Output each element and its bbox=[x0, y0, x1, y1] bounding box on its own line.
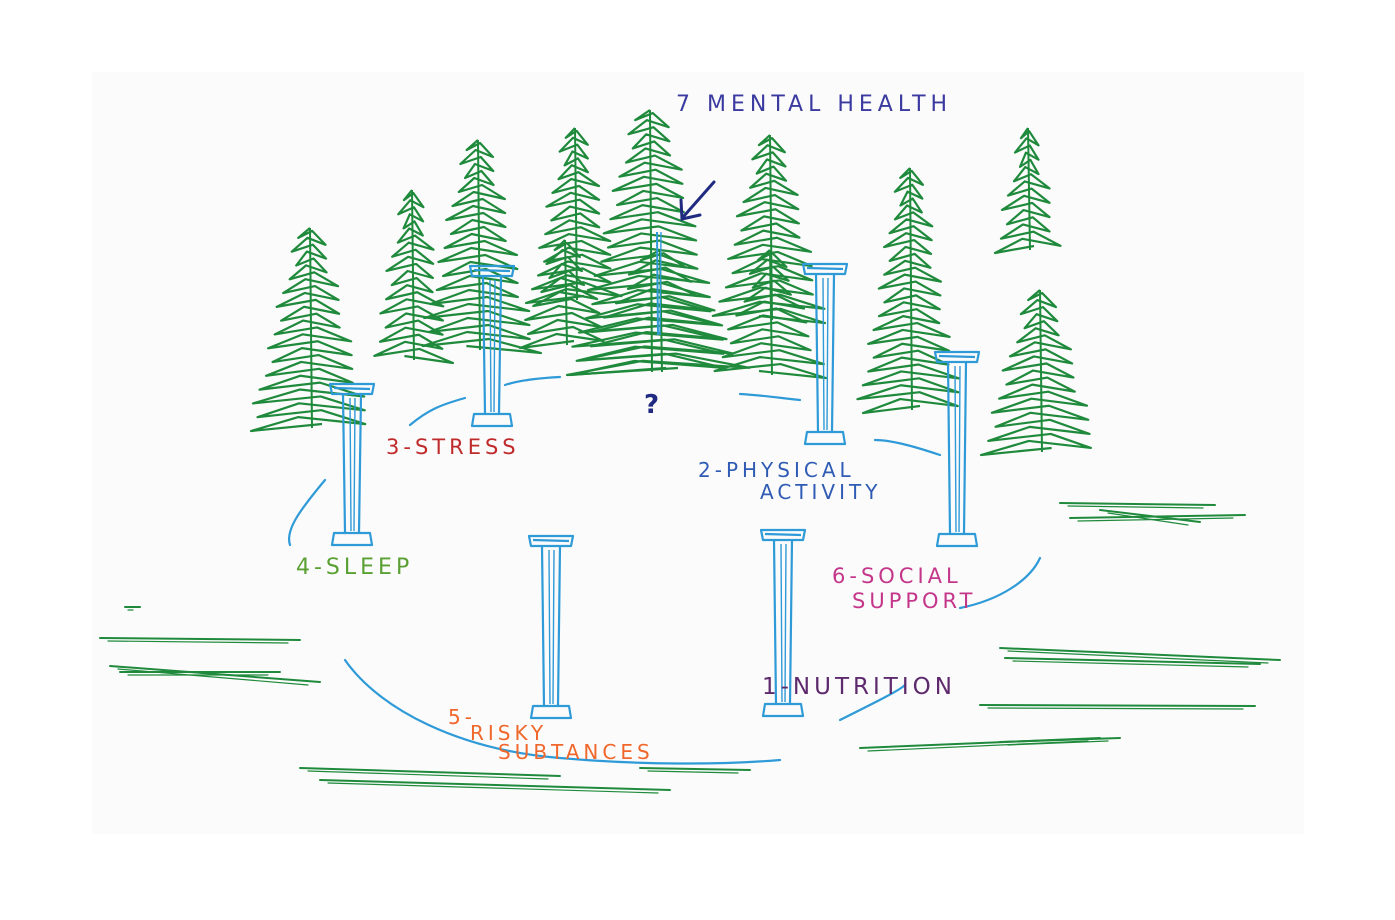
hatch-line bbox=[639, 767, 751, 771]
pillar-icon bbox=[801, 262, 849, 446]
hatch-line bbox=[1059, 502, 1216, 506]
hatch-line bbox=[1007, 740, 1109, 746]
hatch-line bbox=[1012, 660, 1249, 668]
label-nutrition: 1-NUTRITION bbox=[762, 674, 956, 700]
pillars bbox=[328, 262, 981, 720]
hatch-line bbox=[647, 770, 739, 774]
pillar-icon bbox=[759, 528, 807, 718]
label-stress: 3-STRESS bbox=[386, 435, 520, 459]
hatch-line bbox=[107, 640, 289, 644]
label-risky-substances-line1: 5- bbox=[448, 705, 476, 729]
label-physical-activity-line2: ACTIVITY bbox=[760, 480, 882, 504]
pine-tree-icon bbox=[518, 239, 605, 350]
hatch-line bbox=[999, 647, 1281, 661]
hatch-line bbox=[1004, 657, 1261, 665]
pine-tree-icon bbox=[249, 227, 367, 433]
ground-hatching bbox=[99, 502, 1281, 794]
pine-tree-icon bbox=[711, 134, 827, 325]
hatch-line bbox=[99, 637, 301, 641]
hatch-line bbox=[1007, 650, 1269, 664]
hatch-line bbox=[299, 767, 561, 777]
label-mental-health: 7 MENTAL HEALTH bbox=[676, 92, 953, 117]
hatch-line bbox=[307, 770, 549, 780]
hatch-line bbox=[1107, 512, 1189, 526]
label-social-support-line1: 6-SOCIAL bbox=[832, 564, 962, 588]
pine-tree-icon bbox=[373, 189, 455, 365]
hatch-line bbox=[1067, 505, 1204, 509]
pine-tree-icon bbox=[993, 127, 1062, 255]
pillar-icon bbox=[468, 264, 516, 428]
circle-path bbox=[287, 375, 1042, 765]
question-mark: ? bbox=[644, 390, 659, 420]
pine-tree-icon bbox=[856, 167, 961, 415]
hatch-line bbox=[1077, 517, 1234, 522]
hatch-line bbox=[109, 665, 321, 683]
pine-tree-icon bbox=[979, 289, 1092, 457]
pine-tree-icon bbox=[713, 249, 828, 380]
arrow-down-left-icon bbox=[679, 180, 716, 221]
hatch-line bbox=[979, 704, 1256, 707]
label-social-support-line2: SUPPORT bbox=[852, 589, 977, 613]
hatch-line bbox=[999, 737, 1121, 743]
forest bbox=[249, 109, 1092, 457]
label-sleep: 4-SLEEP bbox=[296, 555, 414, 580]
pine-tree-icon bbox=[421, 139, 543, 355]
pillar-icon bbox=[328, 382, 376, 547]
pillar-icon bbox=[527, 534, 575, 720]
hatch-line bbox=[327, 782, 659, 794]
hatch-line bbox=[1099, 509, 1201, 523]
mental-health-pillar bbox=[656, 231, 659, 336]
hatch-line bbox=[987, 707, 1244, 710]
hatch-line bbox=[319, 779, 671, 791]
mental-health-pillar bbox=[659, 231, 662, 336]
pillar-icon bbox=[933, 350, 981, 548]
label-risky-substances-line2: RISKY bbox=[470, 721, 548, 745]
label-risky-substances-line3: SUBTANCES bbox=[498, 740, 654, 764]
label-physical-activity-line1: 2-PHYSICAL bbox=[698, 458, 855, 482]
